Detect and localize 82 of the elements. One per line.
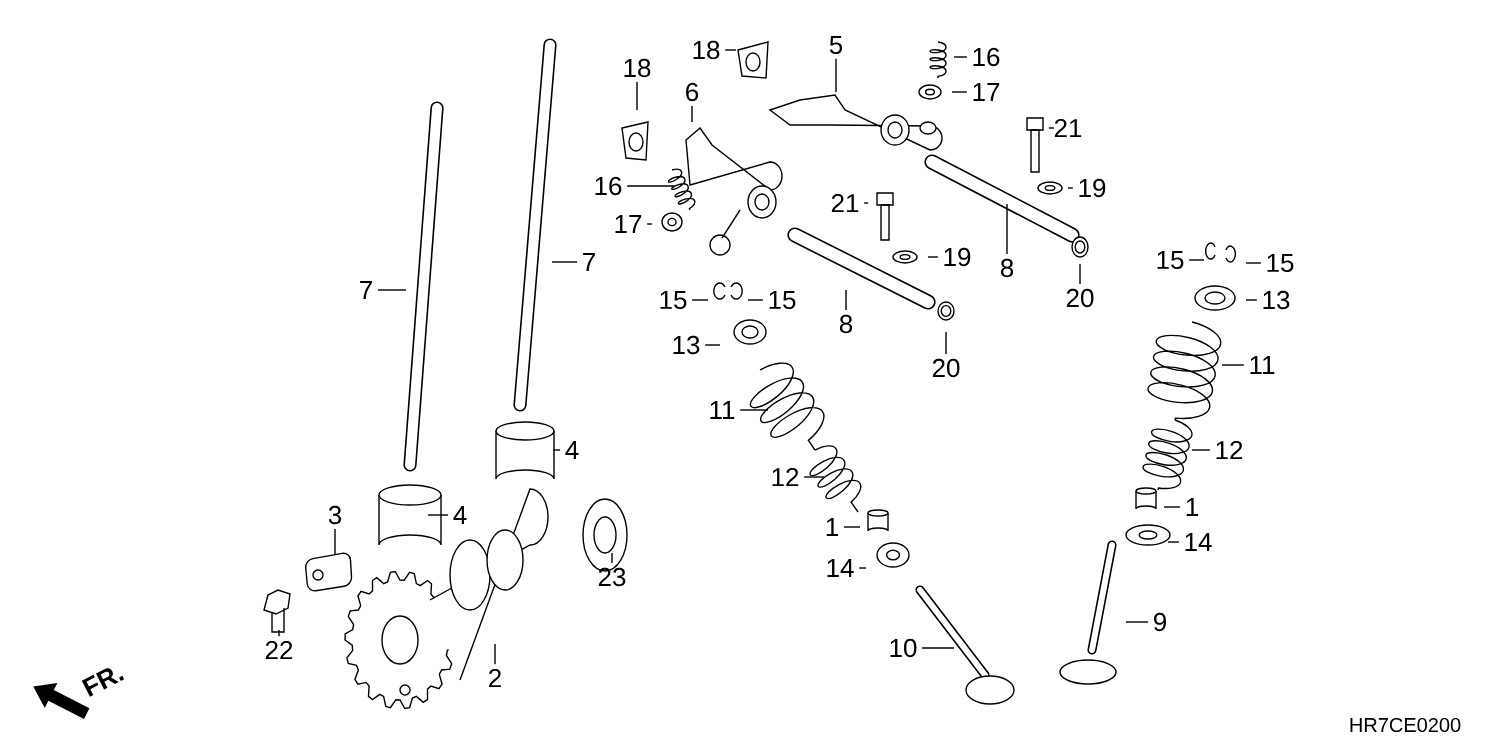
callout-number: 12 xyxy=(1216,440,1243,460)
leader-line xyxy=(691,299,709,301)
leader-line xyxy=(1221,364,1245,366)
leader-line xyxy=(552,449,561,451)
callout-number: 20 xyxy=(932,358,960,378)
callout-number: 14 xyxy=(827,559,854,577)
direction-label: FR. xyxy=(81,668,125,697)
leader-line xyxy=(1188,259,1205,261)
leader-line xyxy=(278,629,280,637)
callout-number: 17 xyxy=(973,83,1000,101)
leader-line xyxy=(1048,127,1055,129)
leader-line xyxy=(845,289,847,311)
leader-line xyxy=(1079,263,1081,285)
callout-number: 5 xyxy=(829,35,843,55)
callout-number: 1 xyxy=(1186,498,1198,516)
callout-number: 18 xyxy=(624,58,651,78)
leader-line xyxy=(739,409,769,411)
callout-number: 18 xyxy=(693,40,720,60)
leader-line xyxy=(953,56,968,58)
leader-line xyxy=(611,552,613,564)
leader-line xyxy=(551,261,578,263)
leader-line xyxy=(843,526,861,528)
callout-number: 4 xyxy=(453,506,467,524)
callout-number: 3 xyxy=(328,505,342,525)
leader-line xyxy=(646,223,653,225)
leader-line xyxy=(1125,621,1149,623)
callout-number: 12 xyxy=(772,467,799,487)
leader-line xyxy=(1067,187,1074,189)
callout-number: 22 xyxy=(265,640,293,660)
leader-line xyxy=(1167,541,1180,543)
callout-number: 13 xyxy=(673,335,700,355)
callout-number: 16 xyxy=(973,47,1000,67)
callout-number: 7 xyxy=(360,281,372,299)
callout-number: 10 xyxy=(890,638,917,658)
callout-number: 19 xyxy=(944,247,971,267)
callout-number: 14 xyxy=(1185,533,1212,551)
callout-number: 15 xyxy=(769,290,796,310)
leader-line xyxy=(626,185,675,187)
leader-line xyxy=(427,514,449,516)
callout-number: 11 xyxy=(1250,356,1275,374)
leader-line xyxy=(835,58,837,93)
callout-number: 21 xyxy=(831,193,859,213)
leader-line xyxy=(334,528,336,555)
leader-line xyxy=(951,91,968,93)
callout-number: 8 xyxy=(1000,258,1014,278)
callout-number: 15 xyxy=(660,290,687,310)
leader-line xyxy=(691,105,693,123)
leader-line xyxy=(747,299,764,301)
leader-line xyxy=(803,476,825,478)
callout-number: 17 xyxy=(615,215,642,233)
leader-line xyxy=(494,643,496,665)
callout-number: 23 xyxy=(598,567,626,587)
callout-number: 15 xyxy=(1267,253,1294,273)
callout-number: 15 xyxy=(1157,250,1184,270)
callout-number: 20 xyxy=(1066,288,1094,308)
callout-number: 13 xyxy=(1263,290,1290,310)
callout-number: 16 xyxy=(595,176,622,196)
leader-line xyxy=(1245,299,1258,301)
callout-number: 1 xyxy=(826,518,838,536)
leader-line xyxy=(704,344,721,346)
leader-line xyxy=(927,256,939,258)
callout-number: 2 xyxy=(489,668,501,688)
leader-line xyxy=(377,289,407,291)
leader-line xyxy=(724,49,737,51)
callout-number: 9 xyxy=(1154,612,1166,632)
leader-line xyxy=(863,202,869,204)
callout-number: 6 xyxy=(686,82,699,102)
callout-number: 19 xyxy=(1079,178,1106,198)
leader-line xyxy=(1245,262,1262,264)
callout-number: 8 xyxy=(839,314,853,334)
leader-line xyxy=(1163,506,1181,508)
callout-number: 11 xyxy=(710,401,735,419)
leader-line xyxy=(636,81,638,111)
leader-line xyxy=(1006,203,1008,255)
callout-number: 21 xyxy=(1054,118,1082,138)
leader-line xyxy=(1191,449,1211,451)
callout-number: 4 xyxy=(565,441,579,459)
leader-line xyxy=(945,331,947,355)
drawing-code: HR7CE0200 xyxy=(1350,717,1461,733)
leader-line xyxy=(921,647,955,649)
callout-number: 7 xyxy=(583,253,595,271)
leader-line xyxy=(858,567,867,569)
